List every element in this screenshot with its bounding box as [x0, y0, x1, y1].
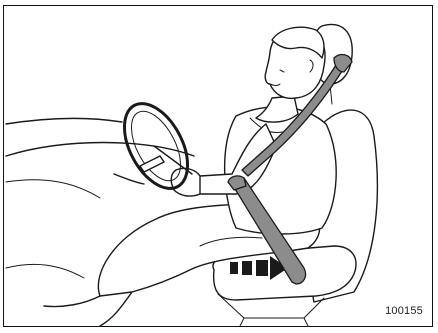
illustration-frame: 100155 — [3, 5, 433, 327]
figure-id-label: 100155 — [385, 305, 423, 317]
driver-seatbelt-illustration — [4, 6, 433, 327]
